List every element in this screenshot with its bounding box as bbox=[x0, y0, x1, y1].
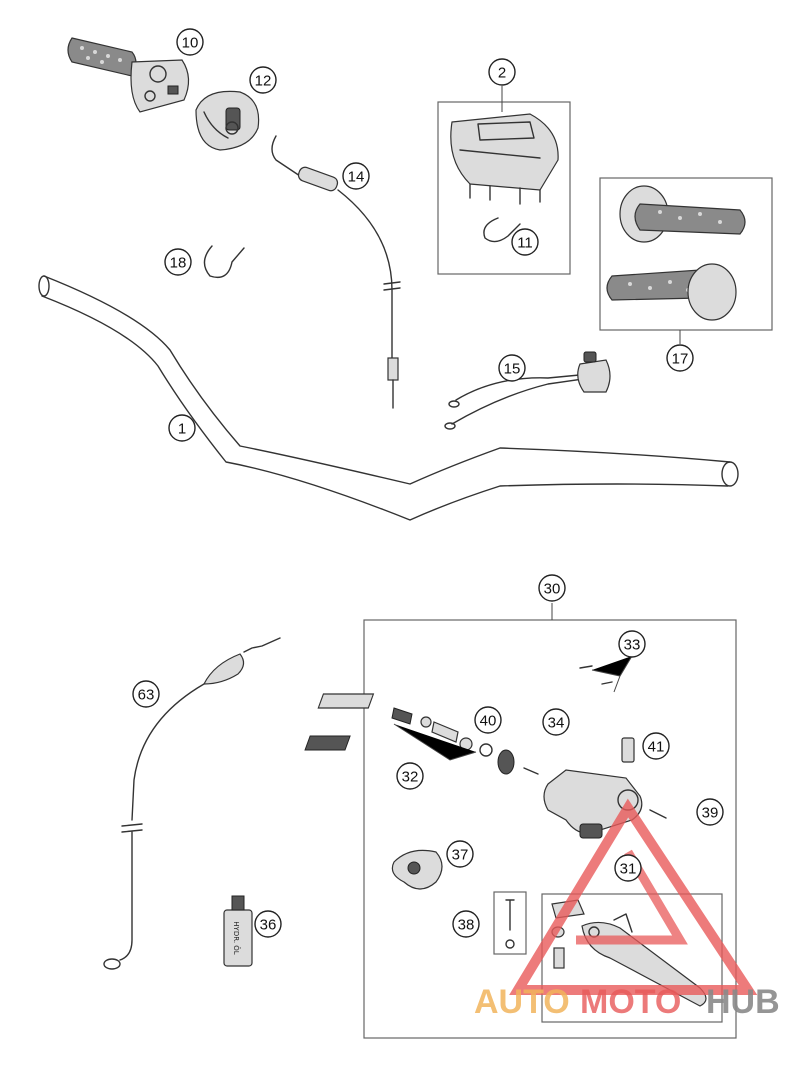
svg-text:37: 37 bbox=[452, 847, 469, 864]
callout-41: 41 bbox=[642, 732, 670, 760]
svg-text:41: 41 bbox=[648, 739, 665, 756]
screw-39 bbox=[649, 809, 667, 819]
svg-text:1: 1 bbox=[178, 421, 186, 438]
clutch-assembly-box bbox=[363, 619, 737, 1039]
bottle-label: HYDR. ÖL bbox=[232, 921, 241, 955]
pin-41 bbox=[621, 737, 635, 763]
svg-text:10: 10 bbox=[182, 35, 199, 52]
kill-switch bbox=[444, 351, 611, 430]
callout-38: 38 bbox=[452, 910, 480, 938]
cable-tie-18 bbox=[203, 245, 245, 279]
callout-17: 17 bbox=[666, 344, 694, 372]
cable-tie-11 bbox=[483, 217, 521, 243]
left-grip bbox=[619, 185, 746, 243]
svg-text:17: 17 bbox=[672, 351, 689, 368]
svg-text:30: 30 bbox=[544, 581, 561, 598]
callout-1: 1 bbox=[168, 414, 196, 442]
callout-2: 2 bbox=[488, 58, 516, 86]
piston-kit bbox=[391, 707, 477, 761]
svg-text:36: 36 bbox=[260, 917, 277, 934]
svg-text:39: 39 bbox=[702, 805, 719, 822]
throttle-cable bbox=[271, 135, 401, 409]
callout-36: 36 bbox=[254, 910, 282, 938]
svg-text:38: 38 bbox=[458, 917, 475, 934]
grip-set-box bbox=[599, 177, 773, 331]
svg-text:15: 15 bbox=[504, 361, 521, 378]
callout-39: 39 bbox=[696, 798, 724, 826]
clutch-line bbox=[103, 637, 281, 970]
callout-18: 18 bbox=[164, 248, 192, 276]
reservoir-cover bbox=[317, 665, 613, 709]
lever-cover bbox=[391, 849, 443, 890]
hydraulic-oil-bottle: HYDR. ÖL bbox=[223, 895, 253, 967]
callout-33: 33 bbox=[618, 630, 646, 658]
callout-32: 32 bbox=[396, 762, 424, 790]
callout-37: 37 bbox=[446, 840, 474, 868]
svg-text:18: 18 bbox=[170, 255, 187, 272]
callout-14: 14 bbox=[342, 162, 370, 190]
svg-text:63: 63 bbox=[138, 687, 155, 704]
svg-text:34: 34 bbox=[548, 715, 565, 732]
svg-text:31: 31 bbox=[620, 861, 637, 878]
svg-text:33: 33 bbox=[624, 637, 641, 654]
svg-text:32: 32 bbox=[402, 769, 419, 786]
bolt-box bbox=[493, 891, 527, 955]
reservoir-diaphragm bbox=[304, 735, 351, 751]
watermark-auto: AUTO bbox=[474, 983, 570, 1021]
svg-text:14: 14 bbox=[348, 169, 365, 186]
handlebar-pad-box bbox=[437, 101, 571, 275]
callout-63: 63 bbox=[132, 680, 160, 708]
handlebar-pad bbox=[450, 113, 559, 205]
throttle-cover bbox=[195, 90, 260, 151]
callout-31: 31 bbox=[614, 854, 642, 882]
seal-kit bbox=[479, 743, 539, 775]
watermark-moto: MOTO bbox=[580, 983, 681, 1021]
leader-lines bbox=[501, 86, 681, 693]
callout-30: 30 bbox=[538, 574, 566, 602]
watermark: AUTO MOTO HUB bbox=[474, 798, 780, 1021]
callout-40: 40 bbox=[474, 706, 502, 734]
callout-34: 34 bbox=[542, 708, 570, 736]
svg-text:40: 40 bbox=[480, 713, 497, 730]
watermark-hub: HUB bbox=[706, 983, 780, 1021]
handlebar bbox=[38, 275, 739, 521]
throttle-grip-assembly bbox=[67, 37, 190, 113]
callout-15: 15 bbox=[498, 354, 526, 382]
svg-text:12: 12 bbox=[255, 73, 272, 90]
callout-12: 12 bbox=[249, 66, 277, 94]
svg-text:2: 2 bbox=[498, 65, 506, 82]
bolt-38 bbox=[505, 899, 515, 949]
callout-11: 11 bbox=[511, 228, 539, 256]
svg-text:11: 11 bbox=[517, 235, 533, 252]
callout-10: 10 bbox=[176, 28, 204, 56]
right-grip bbox=[606, 263, 737, 321]
